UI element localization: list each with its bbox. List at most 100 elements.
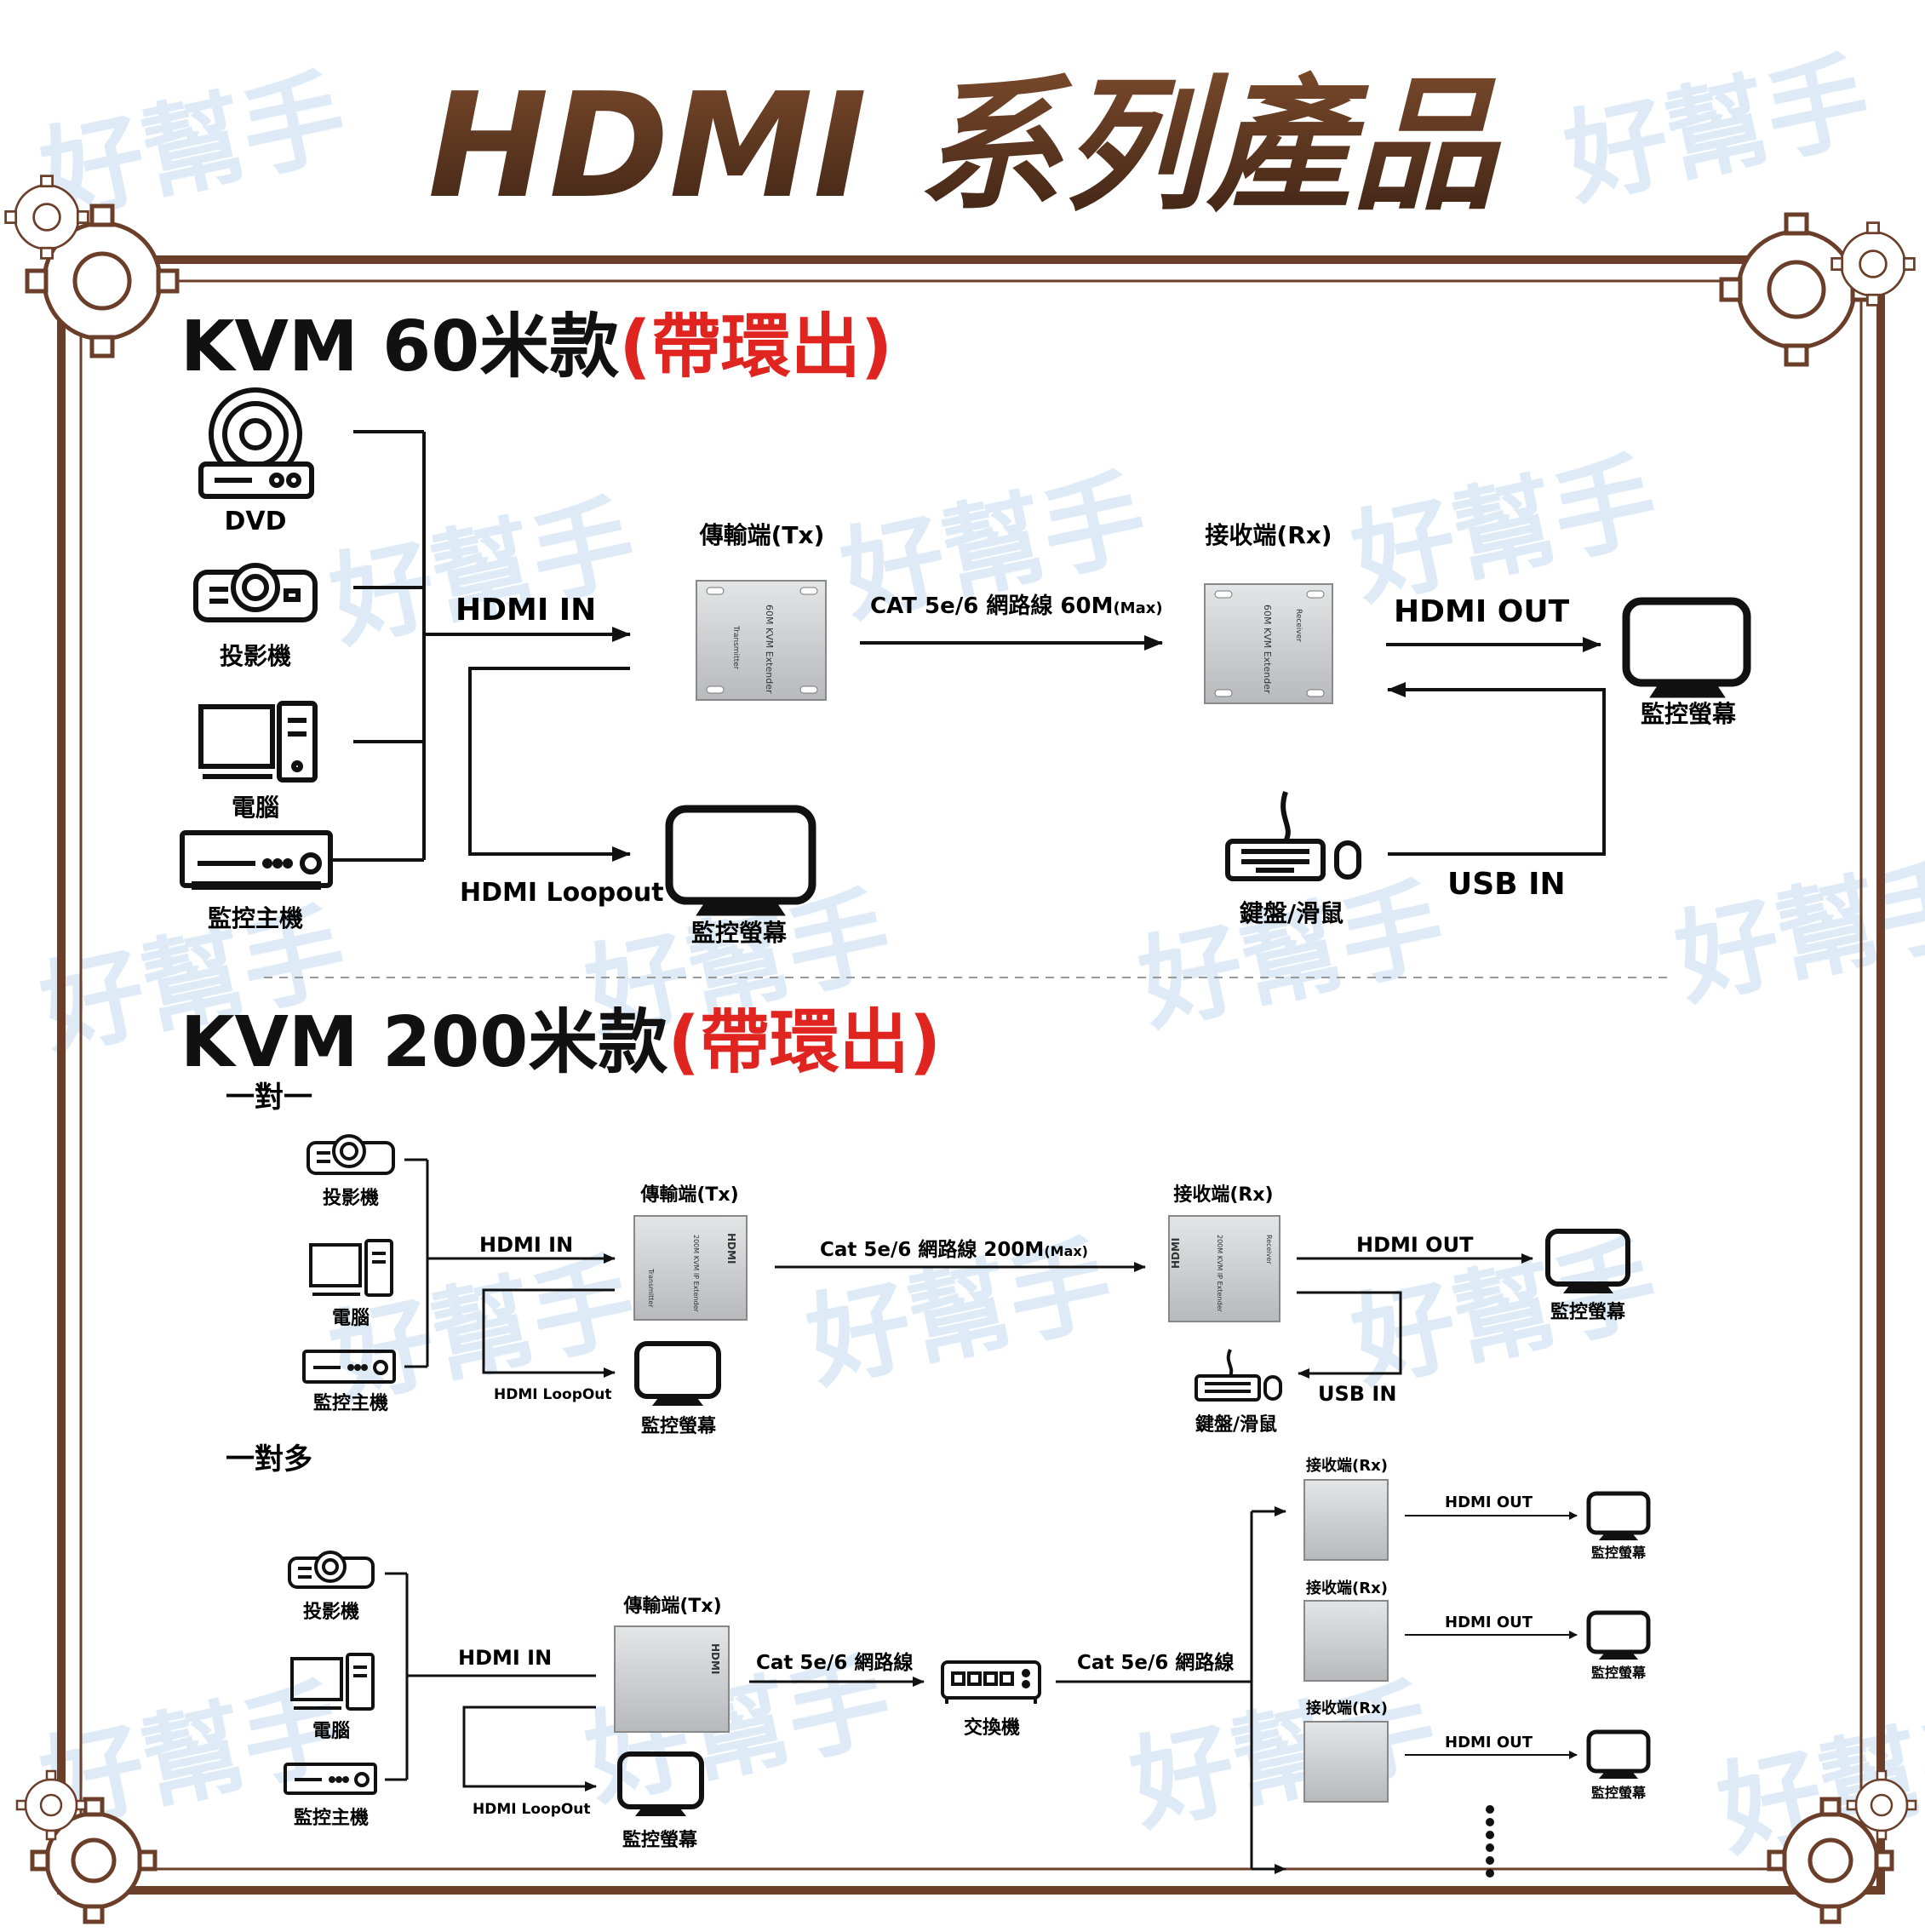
monitor-icon <box>1545 1229 1630 1293</box>
section2-heading: KVM 200米款(帶環出) <box>180 1002 941 1083</box>
source-bus <box>385 1572 597 1792</box>
hdmi-out-label: HDMI OUT <box>1394 594 1570 629</box>
tx-device-sub: Transmitter <box>647 1268 655 1308</box>
tx-device-text: 200M KVM IP Extender <box>692 1235 700 1313</box>
tx-label: 傳輸端(Tx) <box>699 521 825 549</box>
keyboard-label: 鍵盤/滑鼠 <box>1195 1413 1277 1436</box>
hdmi-loopout-label: HDMI Loopout <box>460 878 664 908</box>
projector-icon <box>193 563 318 622</box>
gear-icon <box>1767 1769 1917 1924</box>
tx-device-text: 60M KVM Extender <box>764 605 775 694</box>
dvr-icon <box>302 1350 396 1384</box>
cable-text: Cat 5e/6 網路線 200M <box>820 1238 1044 1261</box>
source-label-dvr: 監控主機 <box>208 904 303 932</box>
source-label-dvr: 監控主機 <box>294 1807 369 1829</box>
hdmi-logo: HDMI <box>709 1643 721 1674</box>
source-label-projector: 投影機 <box>323 1188 379 1209</box>
rx-label: 接收端(Rx) <box>1205 521 1332 549</box>
section1-heading-main: KVM 60米款 <box>180 307 619 387</box>
cable-label: Cat 5e/6 網路線 <box>1077 1651 1234 1674</box>
hdmi-in-label: HDMI IN <box>458 1646 552 1670</box>
cable-text: CAT 5e/6 網路線 60M <box>870 593 1113 619</box>
monitor-label-rx: 監控螢幕 <box>1641 700 1737 728</box>
dvr-icon <box>180 830 333 890</box>
watermark-brand: 好幫手 <box>1129 867 1454 1046</box>
watermark-brand: 好幫手 <box>1555 41 1880 221</box>
rx-label: 接收端(Rx) <box>1173 1184 1273 1206</box>
projector-icon <box>288 1551 375 1589</box>
hdmi-logo: HDMI <box>725 1233 737 1264</box>
tx-device-sub: Transmitter <box>731 625 740 670</box>
source-label-computer: 電腦 <box>232 794 279 822</box>
hdmi-logo: HDMI <box>1170 1238 1182 1269</box>
projector-icon <box>307 1134 395 1175</box>
watermark-brand: 好幫手 <box>1342 441 1667 621</box>
section2-heading-paren: (帶環出) <box>667 1002 941 1083</box>
monitor-icon <box>617 1751 704 1816</box>
hdmi-out-label: HDMI OUT <box>1445 1614 1533 1631</box>
one-to-one-label: 一對一 <box>226 1081 312 1115</box>
monitor-label-tx: 監控螢幕 <box>641 1415 717 1437</box>
source-label-computer: 電腦 <box>312 1721 350 1742</box>
cable-label: CAT 5e/6 網路線 60M(Max) <box>870 593 1163 619</box>
computer-icon <box>198 701 318 783</box>
usb-in-arrow <box>1297 1291 1402 1379</box>
receiver-row: 接收端(Rx) HDMI OUT 監控螢幕 <box>1303 1579 1651 1682</box>
section1-heading-paren: (帶環出) <box>619 307 892 387</box>
gear-icon <box>4 175 180 358</box>
rx-device-sub: Receiver <box>1294 609 1303 642</box>
usb-in-label: USB IN <box>1318 1382 1396 1406</box>
source-bus <box>332 430 631 862</box>
source-label-dvd: DVD <box>224 507 286 536</box>
cable-max: (Max) <box>1113 599 1162 617</box>
monitor-label-tx: 監控螢幕 <box>622 1829 698 1851</box>
cable-label: Cat 5e/6 網路線 200M(Max) <box>820 1238 1088 1261</box>
receiver-row: 接收端(Rx) HDMI OUT 監控螢幕 <box>1303 1699 1651 1803</box>
watermark-brand: 好幫手 <box>1665 841 1925 1021</box>
rx-device <box>1303 1600 1389 1682</box>
monitor-label-rx: 監控螢幕 <box>1591 1665 1647 1681</box>
rx-label: 接收端(Rx) <box>1306 1579 1388 1597</box>
monitor-icon <box>1586 1729 1651 1779</box>
rx-label: 接收端(Rx) <box>1306 1699 1388 1717</box>
rx-label: 接收端(Rx) <box>1306 1456 1388 1475</box>
source-label-computer: 電腦 <box>332 1308 370 1329</box>
monitor-label-rx: 監控螢幕 <box>1591 1785 1647 1801</box>
source-bus <box>404 1158 616 1378</box>
more-indicator <box>1486 1805 1494 1878</box>
usb-in-arrow <box>1387 682 1606 856</box>
source-label-projector: 投影機 <box>303 1602 359 1623</box>
hdmi-loopout-label: HDMI LoopOut <box>494 1386 612 1403</box>
distribution-bus <box>1250 1506 1286 1874</box>
tx-device: HDMI 200M KVM IP Extender Transmitter <box>633 1215 748 1321</box>
computer-icon <box>309 1239 393 1297</box>
watermark-brand: 好幫手 <box>31 58 356 238</box>
tx-label: 傳輸端(Tx) <box>622 1595 721 1617</box>
keyboard-label: 鍵盤/滑鼠 <box>1240 899 1343 927</box>
rx-device: HDMI 200M KVM IP Extender Receiver <box>1168 1215 1280 1322</box>
hdmi-loopout-label: HDMI LoopOut <box>473 1801 591 1818</box>
cable-label: Cat 5e/6 網路線 <box>756 1651 913 1674</box>
rx-device <box>1303 1479 1389 1561</box>
monitor-icon <box>1586 1491 1651 1540</box>
tx-device: HDMI <box>614 1625 730 1733</box>
switch-label: 交換機 <box>964 1717 1020 1739</box>
receiver-row: 接收端(Rx) HDMI OUT 監控螢幕 <box>1303 1456 1651 1561</box>
monitor-icon <box>1622 597 1751 698</box>
section2-heading-main: KVM 200米款 <box>180 1002 667 1083</box>
monitor-label-rx: 監控螢幕 <box>1591 1545 1647 1561</box>
rx-device-sub: Receiver <box>1265 1235 1273 1264</box>
rx-device-text: 200M KVM IP Extender <box>1216 1235 1223 1313</box>
rx-device-text: 60M KVM Extender <box>1262 605 1273 694</box>
tx-label: 傳輸端(Tx) <box>639 1184 738 1206</box>
page-title: HDMI 系列產品 <box>428 62 1502 231</box>
usb-in-label: USB IN <box>1447 867 1566 902</box>
source-label-dvr: 監控主機 <box>313 1392 388 1414</box>
rx-device <box>1303 1721 1389 1803</box>
rx-device: 60M KVM Extender Receiver <box>1204 583 1333 704</box>
monitor-icon <box>634 1341 721 1406</box>
gear-icon <box>15 1769 158 1924</box>
dvr-icon <box>284 1763 377 1795</box>
hdmi-out-label: HDMI OUT <box>1445 1734 1533 1751</box>
